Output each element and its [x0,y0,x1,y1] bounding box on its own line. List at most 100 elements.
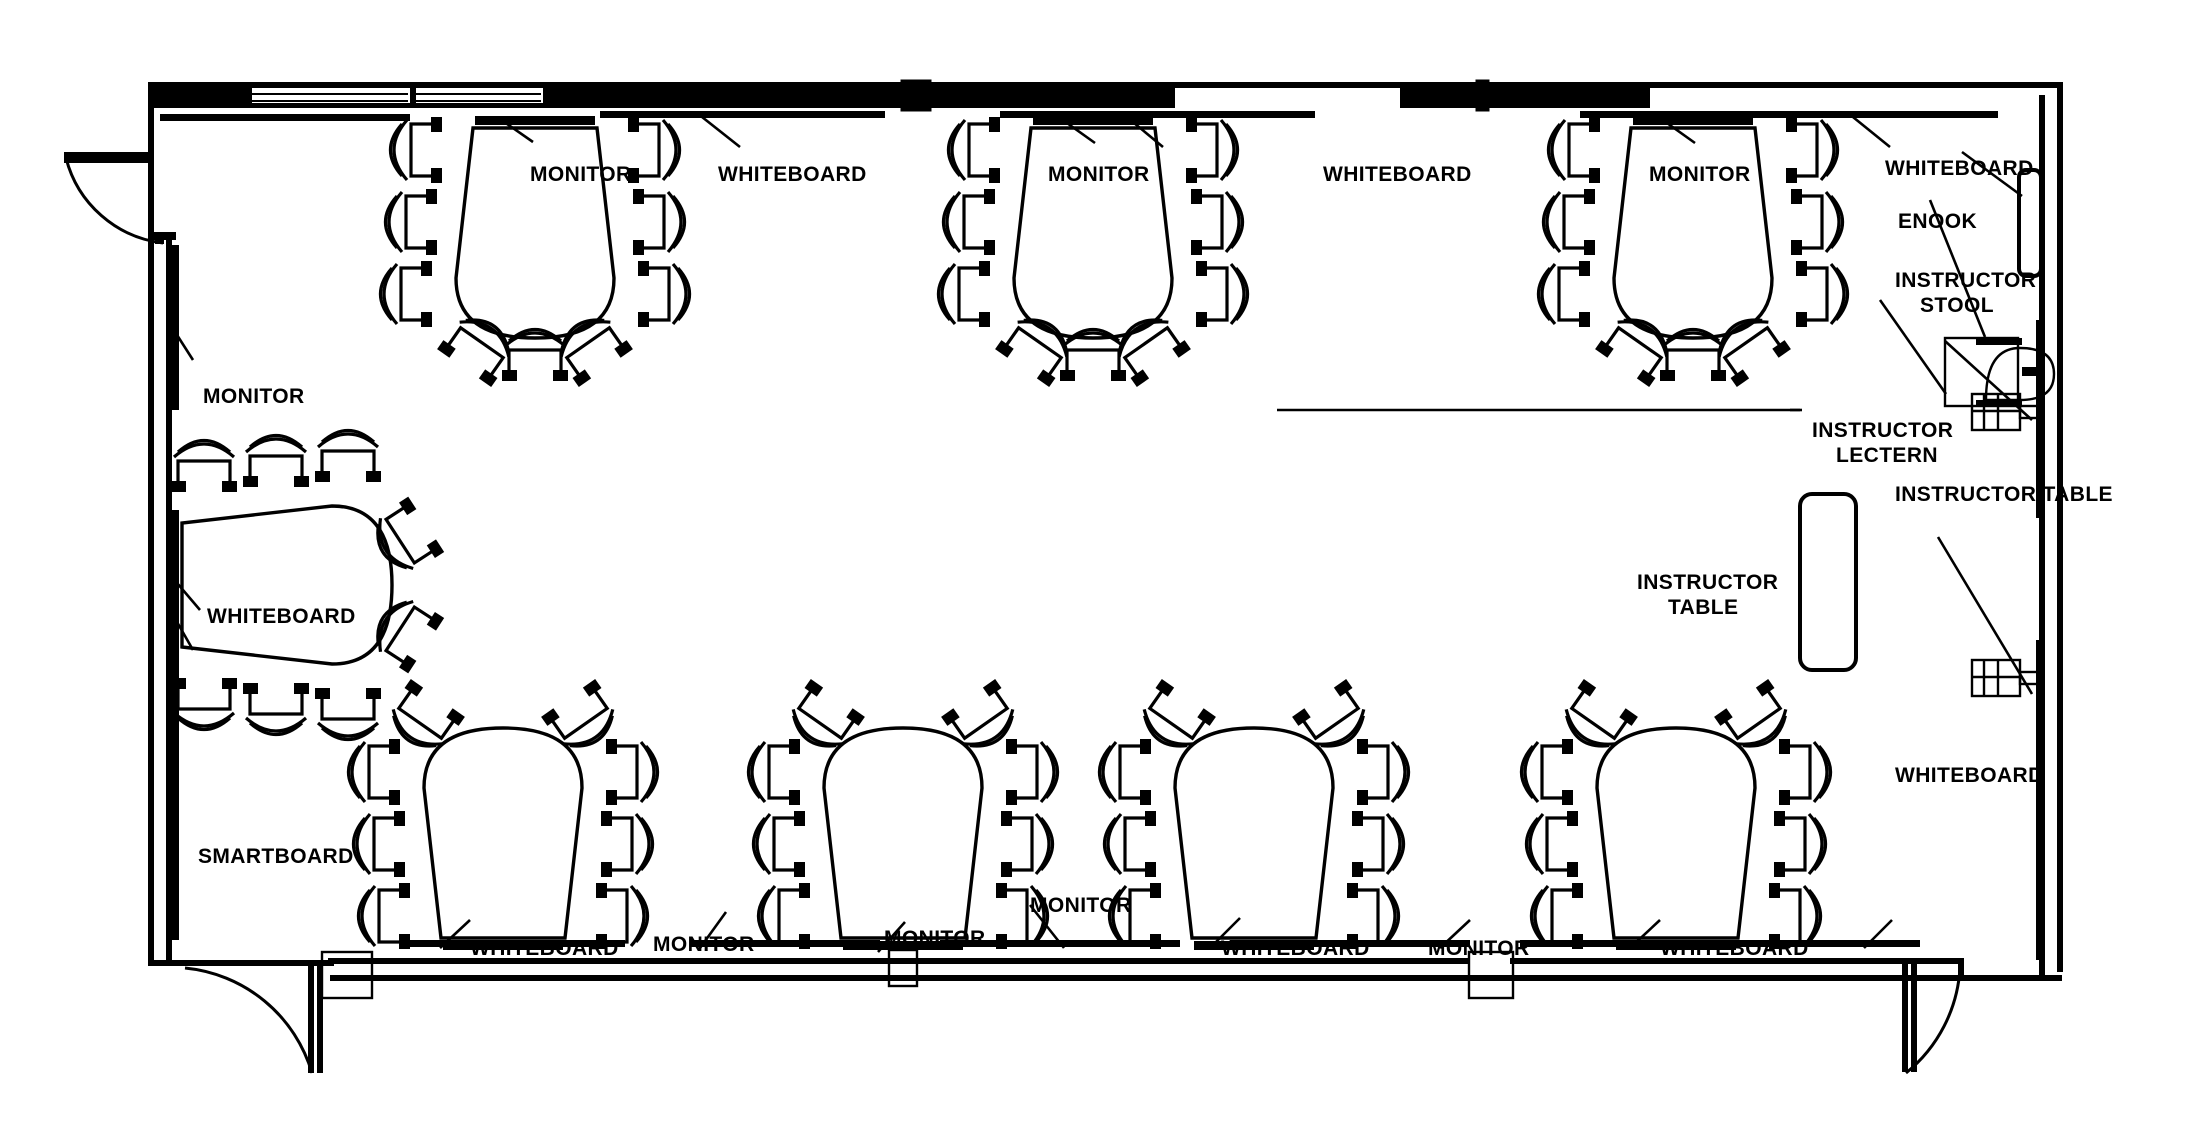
annotation-text-layer: MONITOR WHITEBOARD MONITOR WHITEBOARD MO… [198,157,2113,960]
door-bottom-right [1902,962,1962,1075]
monitor-strip [443,941,563,950]
chair [936,259,992,329]
chair [313,686,383,742]
pod-table-top-2 [936,115,1250,389]
pod-table-top-1 [378,115,692,389]
chair [1772,809,1828,879]
monitor-strip [1633,116,1753,125]
leader-lines [175,111,2034,953]
chair [751,809,807,879]
chair [1546,115,1602,185]
label-instructor-table-1: INSTRUCTOR [1637,571,1778,594]
whiteboard [1580,111,1998,118]
chair [1519,737,1575,807]
chair [599,809,655,879]
label-instructor-table-2: TABLE [1668,596,1738,619]
label-whiteboard-left-lower: SMARTBOARD [198,845,354,868]
chair [1004,737,1060,807]
chair [1194,259,1250,329]
door-bottom-left [184,965,323,1074]
monitor-strip [1616,941,1736,950]
label-whiteboard-left-upper: MONITOR [203,385,305,408]
chair [346,737,402,807]
chair [1350,809,1406,879]
enook-fixture [2017,168,2043,278]
label-enook: ENOOK [1898,210,1977,233]
window-group-top-wall [252,79,1596,112]
chair [1355,737,1411,807]
label-monitor-left: WHITEBOARD [207,605,356,628]
monitor-base [887,948,919,988]
chair [169,676,239,732]
label-monitor-bot-1: WHITEBOARD [470,937,619,960]
label-whiteboard-top-1: WHITEBOARD [718,163,867,186]
chair [1524,809,1580,879]
label-monitor-bot-2: MONITOR [884,927,986,950]
label-monitor-bot-4: WHITEBOARD [1660,937,1809,960]
label-whiteboard-top-2: WHITEBOARD [1323,163,1472,186]
window [1400,86,1478,102]
chair [1784,115,1840,185]
chair [999,809,1055,879]
chair [241,681,311,737]
pod-table-bottom-2 [746,677,1060,988]
chair [631,187,687,257]
label-whiteboard-bot-1: MONITOR [653,933,755,956]
chair [1097,737,1153,807]
smartboard-lower-mount [1970,658,2044,698]
chair [626,115,682,185]
smartboard-lower-panel [2036,640,2045,960]
chair [604,737,660,807]
label-instructor-stool-2: STOOL [1920,294,1994,317]
whiteboard [172,510,179,940]
window [929,86,1043,102]
label-monitor-top-1: MONITOR [530,163,632,186]
monitor-strip [1194,941,1314,950]
chair [941,187,997,257]
monitor-strip [475,116,595,125]
door-top-left [64,152,164,245]
chair [946,115,1002,185]
label-whiteboard-bot-2: MONITOR [1428,937,1530,960]
chair [1777,737,1833,807]
label-monitor-bot-3: WHITEBOARD [1221,937,1370,960]
chair [169,438,239,494]
label-monitor-top-3: MONITOR [1649,163,1751,186]
pod-table-top-3 [1536,115,1850,389]
window [252,86,408,102]
pod-table-left [169,428,446,742]
label-whiteboard-top-3: WHITEBOARD [1885,157,2034,180]
window [416,86,541,102]
monitor-strip [1033,116,1153,125]
chair [1536,259,1592,329]
chair [388,115,444,185]
monitor-strip [170,525,179,645]
chair [1789,187,1845,257]
whiteboard [600,111,885,118]
chair [1189,187,1245,257]
chair [356,881,412,951]
label-smartboard-upper: INSTRUCTOR TABLE [1895,483,2113,506]
instructor-table-fixture [1798,492,1858,672]
window [820,86,903,102]
label-instructor-lectern-2: LECTERN [1836,444,1938,467]
label-monitor-top-2: MONITOR [1048,163,1150,186]
chair [313,428,383,484]
chair [636,259,692,329]
whiteboard [1000,111,1315,118]
chair [241,433,311,489]
label-whiteboard-bot-mid: MONITOR [1030,894,1132,917]
whiteboard [172,245,179,410]
chair [383,187,439,257]
chair [1794,259,1850,329]
label-smartboard-lower: WHITEBOARD [1895,764,2044,787]
chair [378,259,434,329]
label-instructor-lectern-1: INSTRUCTOR [1812,419,1953,442]
monitor-strip [843,941,963,950]
pod-table-bottom-3 [1097,677,1411,951]
pod-table-bottom-1 [346,677,660,951]
label-instructor-stool-1: INSTRUCTOR [1895,269,2036,292]
chair [1102,809,1158,879]
